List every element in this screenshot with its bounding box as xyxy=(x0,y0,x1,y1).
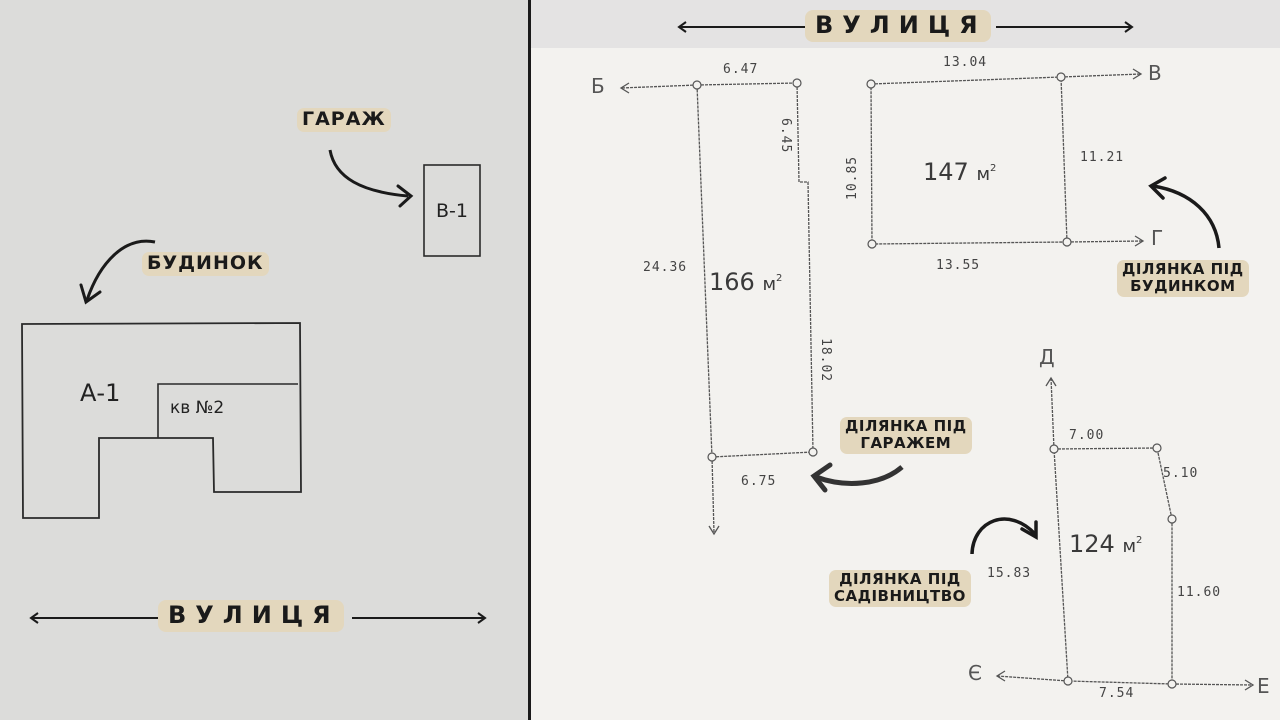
garden-top-length: 7.00 xyxy=(1069,428,1105,443)
right-panel-plot-plan: ВУЛИЦЯ Б В Г Д Є Е 6.47 6.45 24.36 18.02… xyxy=(531,0,1280,720)
garage-outline xyxy=(423,164,481,257)
house-code: А-1 xyxy=(80,379,121,407)
garage-left-length: 24.36 xyxy=(643,260,688,275)
apartment-label: кв №2 xyxy=(170,398,225,418)
garden-right-lower-length: 11.60 xyxy=(1177,585,1222,600)
street-label-left: ВУЛИЦЯ xyxy=(158,600,344,632)
point-ye: Є xyxy=(968,661,982,685)
panel-divider xyxy=(528,0,531,720)
apartment-divider xyxy=(157,383,298,438)
arrow-right-icon xyxy=(1124,21,1134,33)
point-v: В xyxy=(1148,61,1162,85)
house-plot-arrow-icon xyxy=(1152,184,1221,249)
garage-arrow-icon xyxy=(328,149,409,198)
point-e: Е xyxy=(1257,674,1270,698)
point-b: Б xyxy=(591,74,605,98)
garden-plot-area: 124 м2 xyxy=(1069,530,1143,558)
garage-right-lower-length: 18.02 xyxy=(818,338,833,383)
arrow-left-icon xyxy=(677,21,687,33)
house-plot-area: 147 м2 xyxy=(923,158,997,186)
garage-top-length: 6.47 xyxy=(723,62,759,77)
house-right-length: 11.21 xyxy=(1080,150,1125,165)
garden-plot-outline xyxy=(1053,447,1173,685)
house-label: БУДИНОК xyxy=(142,252,269,276)
point-h: Г xyxy=(1151,226,1164,250)
house-bottom-length: 13.55 xyxy=(936,258,981,273)
garden-plot-arrow-icon xyxy=(970,517,1037,555)
garage-code: В-1 xyxy=(436,200,468,222)
garden-right-upper-length: 5.10 xyxy=(1163,466,1199,481)
house-plot-outline xyxy=(870,76,1068,245)
house-left-length: 10.85 xyxy=(845,155,860,200)
street-label-right: ВУЛИЦЯ xyxy=(805,10,991,42)
arrow-left-icon xyxy=(29,612,39,624)
garden-left-length: 15.83 xyxy=(987,566,1032,581)
house-arrow-icon xyxy=(85,239,156,301)
garage-label: ГАРАЖ xyxy=(297,108,391,132)
left-panel-building-sketch: ГАРАЖ БУДИНОК ВУЛИЦЯ В-1 А-1 кв №2 xyxy=(0,0,528,720)
house-top-length: 13.04 xyxy=(943,55,988,70)
garage-plot-area: 166 м2 xyxy=(709,268,783,296)
building-sketch-lines xyxy=(21,149,487,624)
garage-bottom-length: 6.75 xyxy=(741,474,777,489)
garden-bottom-length: 7.54 xyxy=(1099,686,1135,701)
garage-plot-arrow-icon xyxy=(815,465,904,486)
plot-plan-lines xyxy=(619,21,1255,691)
garage-right-upper-length: 6.45 xyxy=(778,118,793,154)
house-outline xyxy=(21,322,302,519)
survey-points xyxy=(692,72,1177,689)
point-d: Д xyxy=(1039,345,1055,369)
arrow-right-icon xyxy=(477,612,487,624)
